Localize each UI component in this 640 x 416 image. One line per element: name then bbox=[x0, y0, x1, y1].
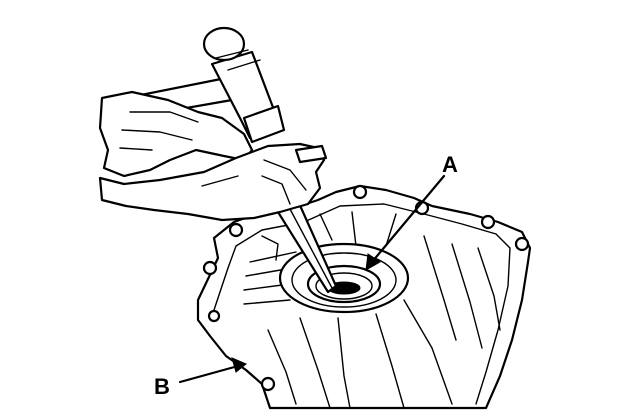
lower-hand bbox=[98, 142, 328, 222]
leader-line-b bbox=[178, 357, 247, 384]
leader-line-a bbox=[365, 174, 446, 271]
callout-label-b: B bbox=[154, 374, 170, 399]
callout-label-a: A bbox=[442, 152, 458, 177]
upper-hand bbox=[98, 90, 254, 178]
